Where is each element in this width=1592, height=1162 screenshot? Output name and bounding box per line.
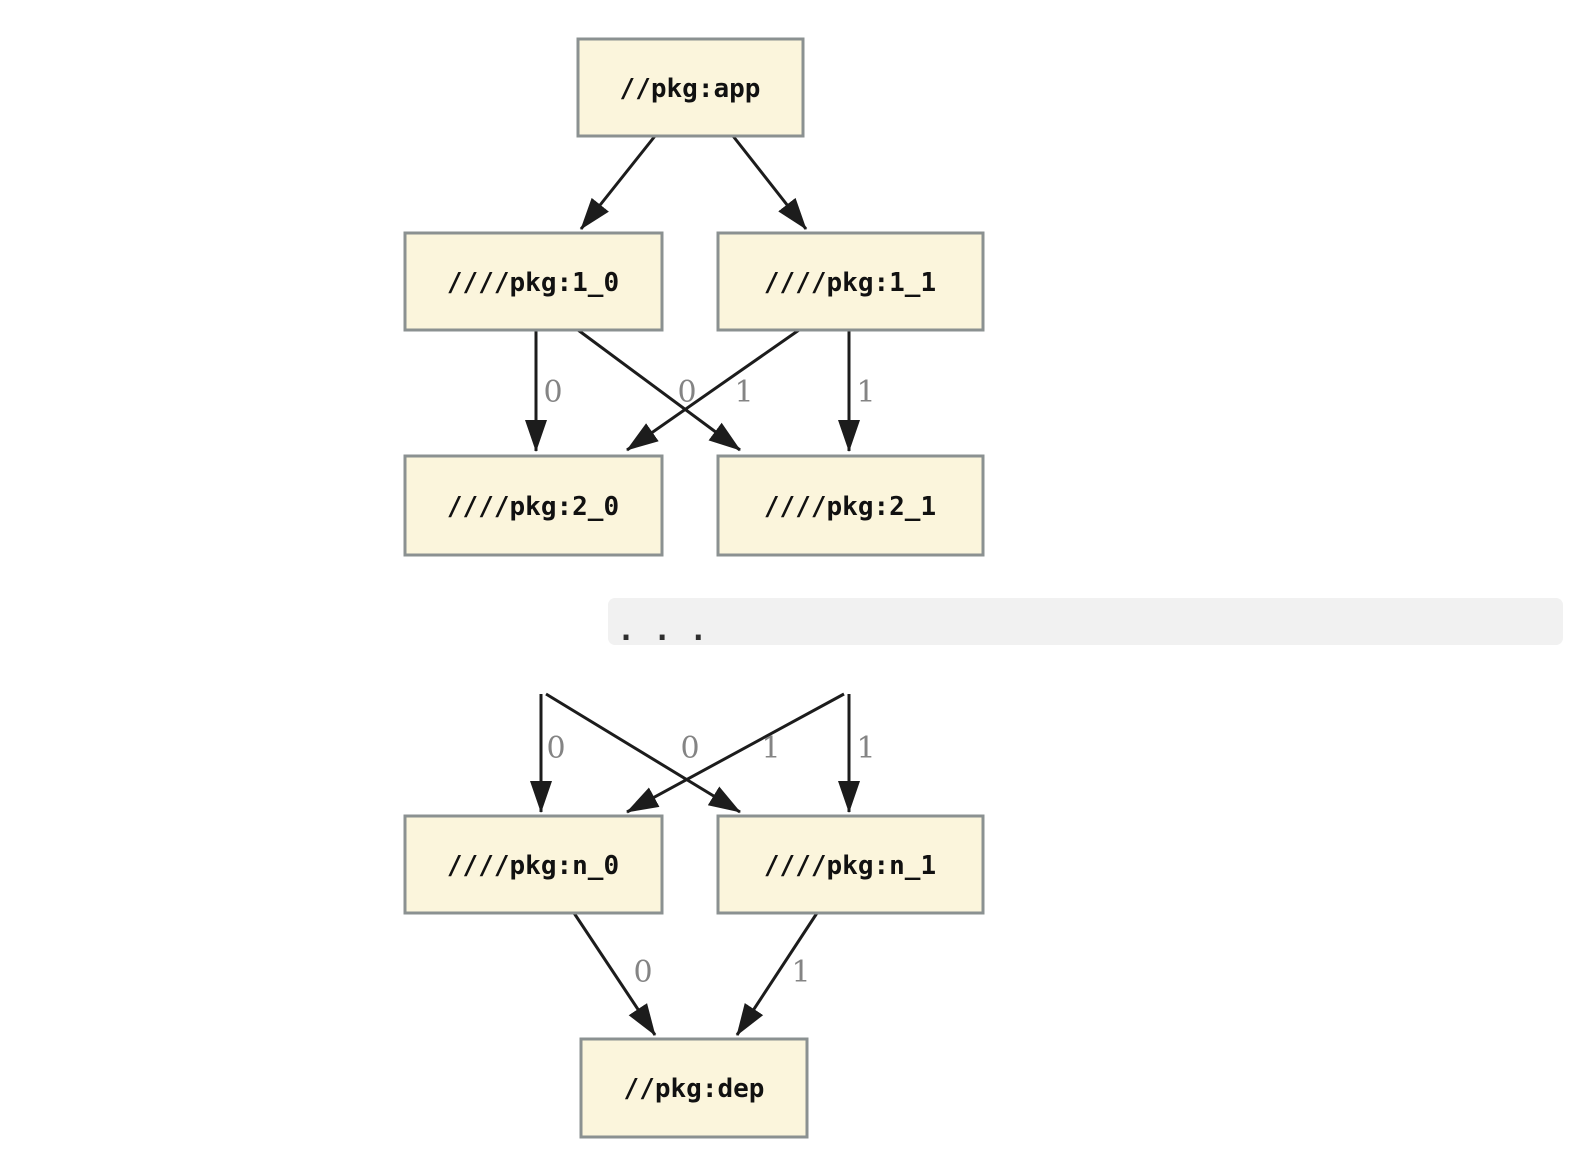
node-pkg-2_0-label: ////pkg:2_0 [447, 492, 619, 522]
node-pkg-2_1: ////pkg:2_1 [716, 454, 985, 557]
node-pkg-n_1-box [716, 814, 985, 915]
edge-n_0-to-dep [572, 912, 657, 1036]
edge-label-1_0-to-2_1: 1 [734, 375, 753, 410]
node-pkg-n_1: ////pkg:n_1 [716, 814, 985, 915]
node-pkg-n_0: ////pkg:n_0 [403, 814, 664, 915]
node-pkg-n_0-label: ////pkg:n_0 [447, 851, 619, 881]
edge-1_1-to-2_0 [626, 328, 800, 452]
edge-app-to-1_1 [731, 135, 808, 230]
edge-app-to-1_0 [579, 135, 657, 230]
edge-label-right-to-n_0: 0 [680, 731, 699, 766]
ellipsis-dots: . . . [617, 613, 707, 648]
edge-continuation-left-to-n_1 [545, 692, 741, 814]
node-pkg-n_0-box [403, 814, 664, 915]
node-pkg-app-label: //pkg:app [620, 74, 761, 104]
node-pkg-dep: //pkg:dep [579, 1037, 809, 1139]
node-pkg-app: //pkg:app [576, 37, 805, 138]
edge-label-1_1-to-2_1: 1 [856, 375, 875, 410]
node-pkg-1_1-box [716, 231, 985, 332]
edge-label-left-to-n_1: 1 [761, 731, 780, 766]
edge-label-n_1-to-dep: 1 [791, 955, 810, 990]
node-pkg-2_0: ////pkg:2_0 [403, 454, 664, 557]
edge-label-1_1-to-2_0: 0 [677, 375, 696, 410]
node-pkg-n_1-label: ////pkg:n_1 [764, 851, 936, 881]
node-pkg-dep-box [579, 1037, 809, 1139]
node-pkg-1_1: ////pkg:1_1 [716, 231, 985, 332]
edge-label-right-to-n_1: 1 [856, 731, 875, 766]
node-pkg-2_1-label: ////pkg:2_1 [764, 492, 936, 522]
edge-continuation-right-to-n_0 [626, 692, 845, 814]
edge-label-left-to-n_0: 0 [546, 731, 565, 766]
edge-label-n_0-to-dep: 0 [633, 955, 652, 990]
node-pkg-2_1-box [716, 454, 985, 557]
edge-label-1_0-to-2_0: 0 [543, 375, 562, 410]
node-pkg-1_0-box [403, 231, 664, 332]
edge-n_1-to-dep [735, 912, 819, 1036]
edge-1_0-to-2_1 [577, 328, 741, 452]
node-pkg-1_1-label: ////pkg:1_1 [764, 268, 936, 298]
node-pkg-app-box [576, 37, 805, 138]
node-pkg-2_0-box [403, 454, 664, 557]
node-pkg-1_0: ////pkg:1_0 [403, 231, 664, 332]
node-pkg-1_0-label: ////pkg:1_0 [447, 268, 619, 298]
node-pkg-dep-label: //pkg:dep [624, 1074, 765, 1104]
ellipsis-bar [608, 598, 1563, 645]
